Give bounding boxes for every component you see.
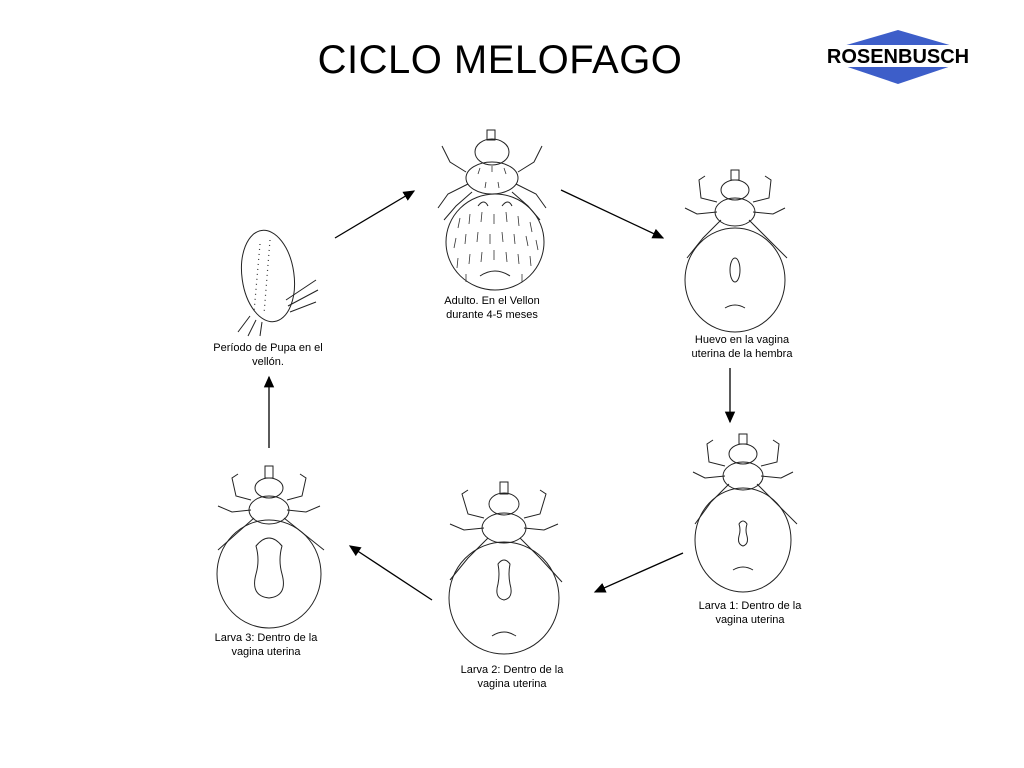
arrow-larva1-to-larva2 <box>593 552 684 593</box>
pupa-illustration <box>237 229 319 337</box>
larva3-illustration <box>216 465 325 629</box>
larva1-illustration <box>692 433 798 593</box>
caption-larva3: Larva 3: Dentro de la vagina uterina <box>214 632 318 658</box>
caption-adulto: Adulto. En el Vellon durante 4-5 meses <box>444 295 540 321</box>
logo-text: ROSENBUSCH <box>827 46 969 68</box>
caption-larva1: Larva 1: Dentro de la vagina uterina <box>698 600 802 626</box>
pupa-dots <box>253 239 271 315</box>
arrow-pupa-to-adulto <box>334 190 416 239</box>
caption-larva2: Larva 2: Dentro de la vagina uterina <box>460 664 564 690</box>
arrow-larva2-to-larva3 <box>348 545 433 601</box>
larva2-illustration <box>448 481 563 655</box>
arrow-adulto-to-huevo <box>560 189 665 239</box>
adulto-hairs <box>453 166 539 282</box>
slide-title: CICLO MELOFAGO <box>317 38 683 82</box>
adulto-illustration <box>437 129 547 291</box>
huevo-illustration <box>684 169 788 333</box>
caption-pupa: Período de Pupa en el vellón. <box>213 342 323 368</box>
caption-huevo: Huevo en la vagina uterina de la hembra <box>691 334 793 360</box>
rosenbusch-logo: ROSENBUSCH <box>810 30 986 84</box>
